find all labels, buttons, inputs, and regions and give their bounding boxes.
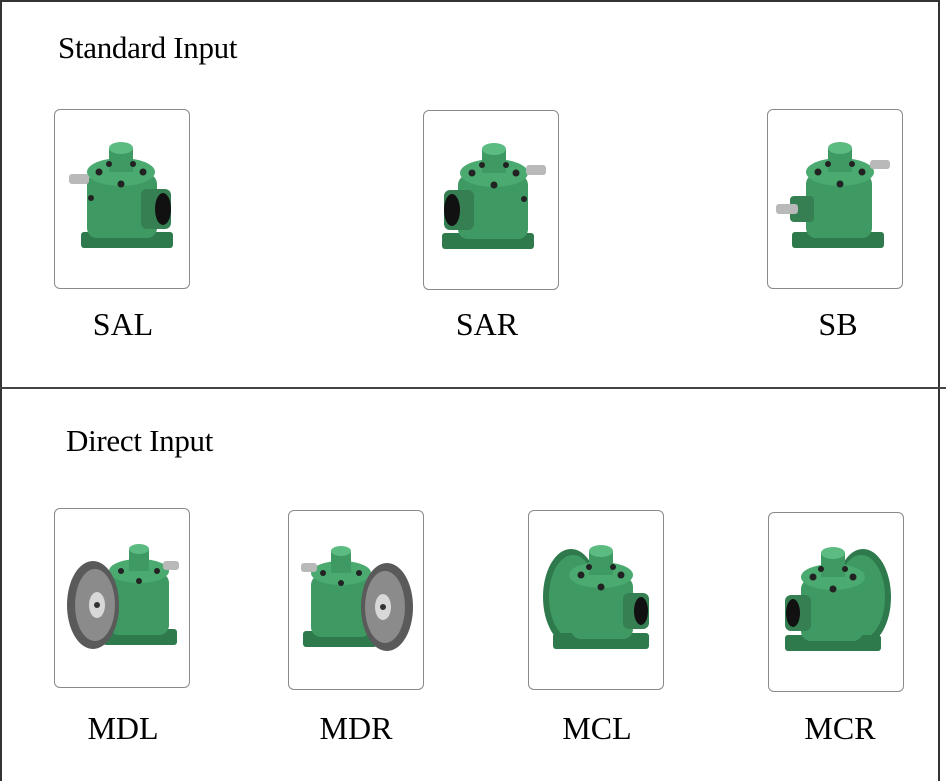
gearbox-shaft-left-icon	[69, 142, 173, 248]
product-tile-sb[interactable]	[767, 109, 903, 289]
gearbox-flange-disc-right-icon	[301, 546, 413, 651]
product-tile-sar[interactable]	[423, 110, 559, 290]
product-tile-sal[interactable]	[54, 109, 190, 289]
product-tile-mdr[interactable]	[288, 510, 424, 690]
product-label-sb: SB	[818, 306, 858, 342]
product-tile-mcl[interactable]	[528, 510, 664, 690]
section-divider	[0, 387, 946, 389]
gearbox-flange-cover-right-icon	[785, 547, 891, 651]
gearbox-flange-cover-left-icon	[543, 545, 649, 649]
gearbox-flange-disc-left-icon	[67, 544, 179, 649]
product-tile-mdl[interactable]	[54, 508, 190, 688]
product-tile-mcr[interactable]	[768, 512, 904, 692]
product-label-sar: SAR	[455, 306, 519, 342]
product-label-mdr: MDR	[319, 710, 393, 746]
gearbox-shaft-both-icon	[776, 142, 890, 248]
section-title-standard-input: Standard Input	[58, 30, 238, 65]
product-label-mcr: MCR	[804, 710, 876, 746]
product-label-sal: SAL	[92, 306, 154, 342]
product-label-mcl: MCL	[562, 710, 632, 746]
gearbox-shaft-right-icon	[442, 143, 546, 249]
section-title-direct-input: Direct Input	[66, 423, 214, 458]
product-label-mdl: MDL	[87, 710, 159, 746]
